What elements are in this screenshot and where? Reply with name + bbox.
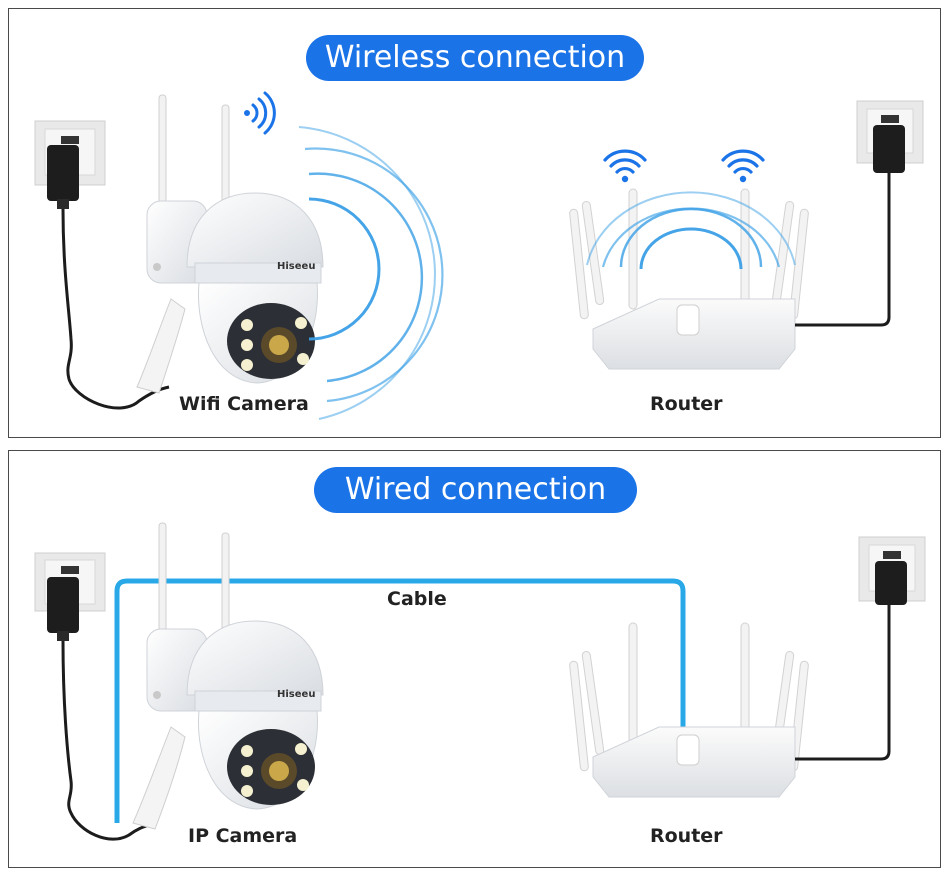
cable-label: Cable [387, 588, 447, 610]
camera-brand: Hiseeu [277, 261, 315, 272]
wired-panel: Hiseeu Wired connection Cable IP [8, 450, 941, 868]
power-cable [61, 208, 170, 410]
wired-illustration: Hiseeu [34, 522, 926, 841]
router-label: Router [650, 393, 723, 415]
wifi-camera-label: Wifi Camera [179, 393, 309, 415]
router [569, 188, 809, 370]
camera-wifi-waves [298, 126, 444, 420]
wifi-camera [136, 94, 324, 394]
router-label: Router [650, 825, 723, 847]
power-adapter-icon [47, 577, 79, 641]
ip-camera [132, 522, 324, 830]
power-adapter-icon [875, 561, 907, 605]
wired-title: Wired connection [314, 467, 637, 513]
wireless-panel: Hiseeu [8, 8, 941, 438]
router-wifi-waves [586, 191, 796, 270]
ethernet-cable [114, 578, 686, 823]
router [569, 622, 809, 798]
power-adapter-icon [873, 125, 905, 173]
wireless-title: Wireless connection [306, 35, 644, 81]
wifi-signal-icon [721, 149, 765, 183]
power-cable [61, 640, 150, 841]
ip-camera-label: IP Camera [188, 825, 298, 847]
wireless-illustration: Hiseeu [34, 91, 924, 420]
wifi-signal-icon [603, 149, 647, 183]
router-power-cable [795, 173, 891, 327]
router-power-cable [795, 605, 891, 761]
camera-brand: Hiseeu [277, 689, 315, 700]
power-adapter-icon [47, 145, 79, 209]
wifi-signal-icon [244, 91, 276, 135]
